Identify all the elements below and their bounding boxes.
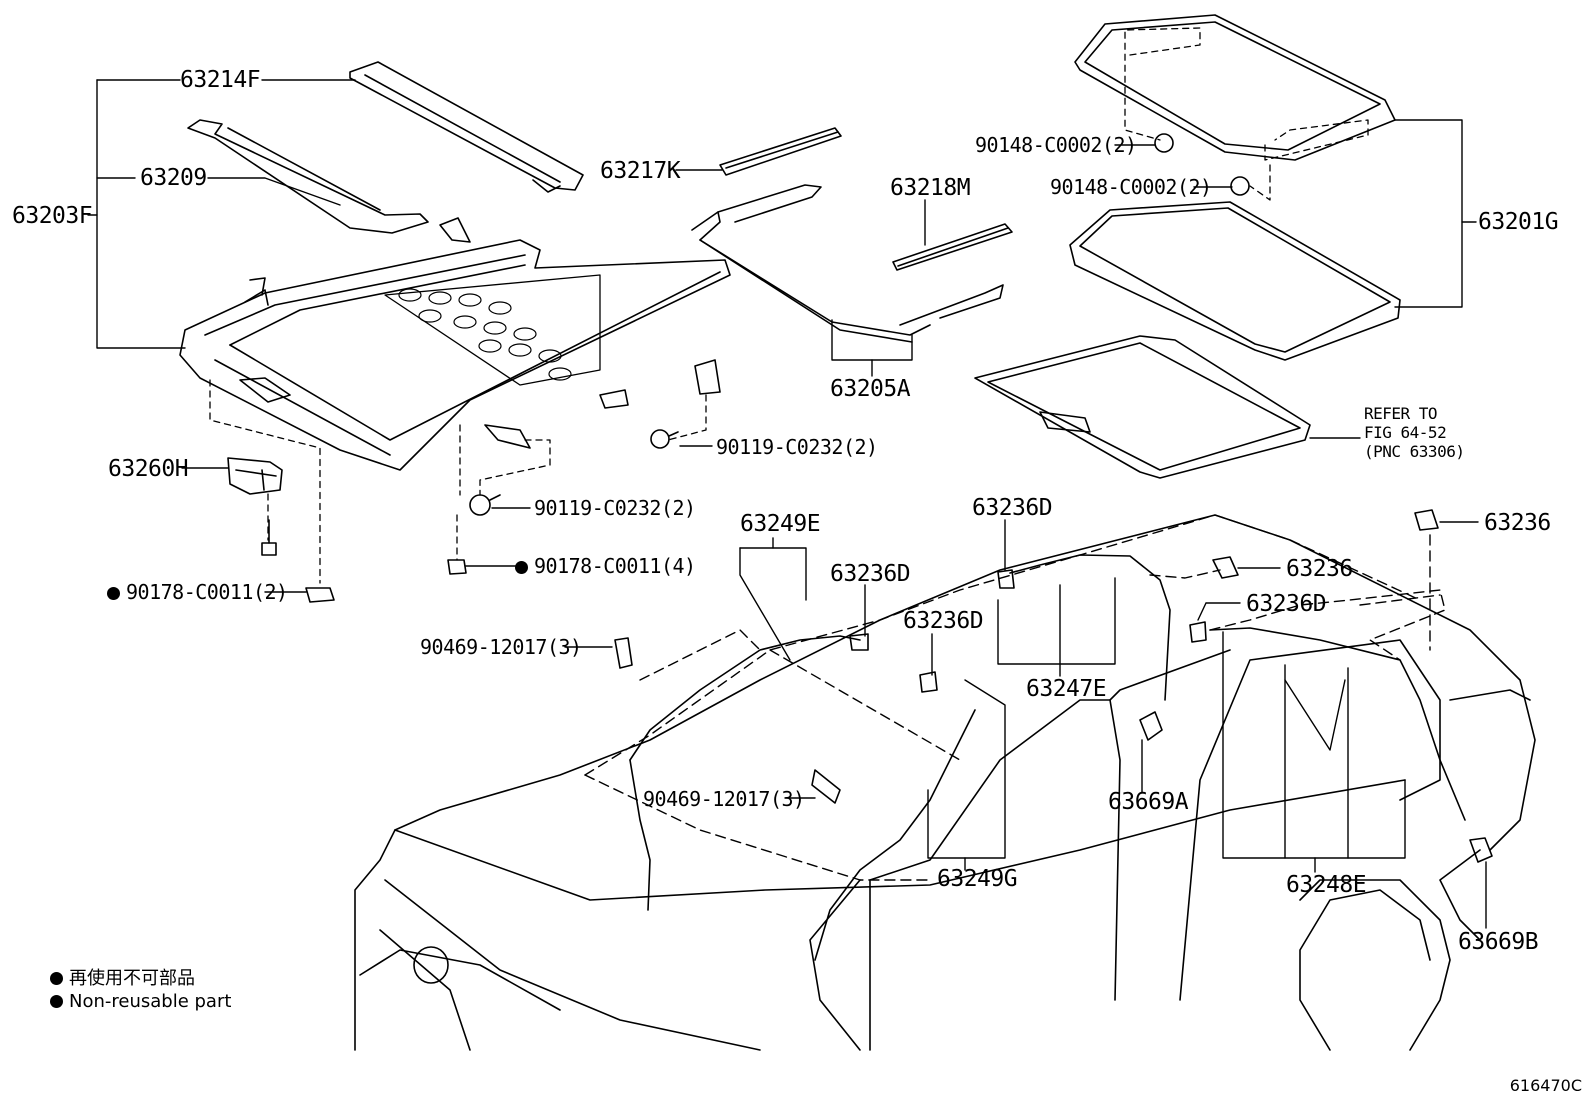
part-number-text: 90178-C0011(2) — [126, 580, 288, 604]
non-reusable-dot-icon — [50, 995, 63, 1008]
part-label-63205A[interactable]: 63205A — [830, 376, 911, 402]
leader-lines — [87, 79, 1487, 929]
part-label-63236-right[interactable]: 63236 — [1484, 510, 1551, 536]
rail-and-drain-drawing — [691, 127, 1013, 343]
part-label-63236D-mid[interactable]: 63236D — [972, 495, 1053, 521]
part-label-63236D-top[interactable]: 63236D — [830, 561, 911, 587]
part-label-90119-c0232-left[interactable]: 90119-C0232(2) — [534, 496, 696, 520]
part-label-90178-c0011-2[interactable]: 90178-C0011(2) — [107, 581, 288, 603]
part-label-63236-mid[interactable]: 63236 — [1286, 556, 1353, 582]
legend-en: Non-reusable part — [50, 991, 231, 1013]
part-label-63209[interactable]: 63209 — [140, 165, 207, 191]
grommet-drawings — [614, 509, 1493, 863]
part-label-90469-12017-lower[interactable]: 90469-12017(3) — [643, 787, 805, 811]
part-label-90148-c0002-upper[interactable]: 90148-C0002(2) — [975, 133, 1137, 157]
figure-number: 616470C — [1509, 1076, 1582, 1095]
part-label-63260H[interactable]: 63260H — [108, 456, 189, 482]
part-label-90178-c0011-4[interactable]: 90178-C0011(4) — [515, 555, 696, 577]
refer-note-line2[interactable]: FIG 64-52 — [1364, 423, 1447, 442]
fastener-drawings — [261, 133, 1250, 603]
legend-en-text: Non-reusable part — [69, 991, 232, 1012]
part-label-63214F[interactable]: 63214F — [180, 67, 261, 93]
part-label-63236D-low[interactable]: 63236D — [903, 608, 984, 634]
part-label-63248E[interactable]: 63248E — [1286, 872, 1367, 898]
part-label-63217K[interactable]: 63217K — [600, 158, 681, 184]
part-label-63236D-right[interactable]: 63236D — [1246, 591, 1327, 617]
part-label-63203F[interactable]: 63203F — [12, 203, 93, 229]
legend-jp: 再使用不可部品 — [50, 968, 195, 990]
part-number-text: 90178-C0011(4) — [534, 554, 696, 578]
part-label-63249E[interactable]: 63249E — [740, 511, 821, 537]
part-label-90119-c0232-right[interactable]: 90119-C0232(2) — [716, 435, 878, 459]
motor-drawing — [227, 457, 283, 495]
part-label-63247E[interactable]: 63247E — [1026, 676, 1107, 702]
refer-note-line3: (PNC 63306) — [1364, 442, 1465, 461]
glass-dashed — [1124, 27, 1369, 201]
non-reusable-dot-icon — [107, 587, 120, 600]
drain-hoses — [629, 554, 1466, 961]
part-label-63669A[interactable]: 63669A — [1108, 789, 1189, 815]
vehicle-dashed — [584, 514, 1446, 881]
part-label-63249G[interactable]: 63249G — [937, 866, 1018, 892]
glass-panel-drawing — [974, 14, 1401, 479]
dashed-leaders — [209, 379, 707, 584]
part-label-63218M[interactable]: 63218M — [890, 175, 971, 201]
part-label-90469-12017-upper[interactable]: 90469-12017(3) — [420, 635, 582, 659]
part-label-63669B[interactable]: 63669B — [1458, 929, 1539, 955]
refer-note-line1: REFER TO — [1364, 404, 1438, 423]
non-reusable-dot-icon — [50, 972, 63, 985]
part-label-90148-c0002-lower[interactable]: 90148-C0002(2) — [1050, 175, 1212, 199]
non-reusable-dot-icon — [515, 561, 528, 574]
sunroof-housing-drawing — [179, 61, 731, 471]
part-label-63201G[interactable]: 63201G — [1478, 209, 1559, 235]
legend-jp-text: 再使用不可部品 — [69, 968, 195, 989]
